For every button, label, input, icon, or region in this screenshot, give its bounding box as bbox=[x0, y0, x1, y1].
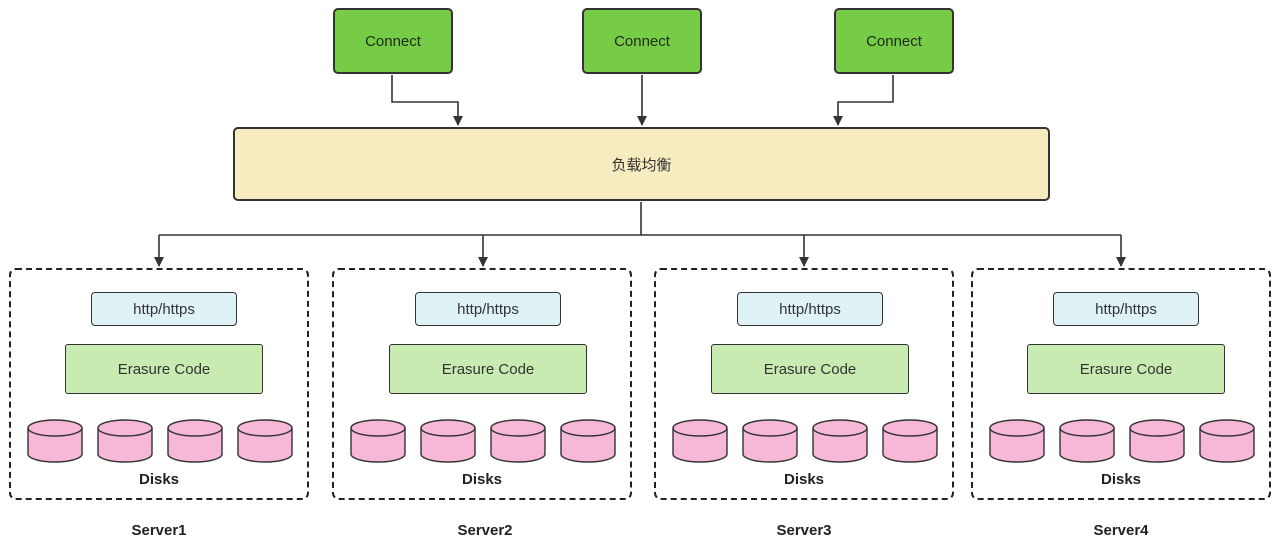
erasure-code-box: Erasure Code bbox=[1027, 344, 1225, 394]
disks-label: Disks bbox=[783, 471, 825, 488]
server-container-2 bbox=[332, 268, 632, 500]
erasure-code-box: Erasure Code bbox=[65, 344, 263, 394]
disk-icons bbox=[27, 419, 293, 463]
protocol-box: http/https bbox=[1053, 292, 1199, 326]
protocol-box: http/https bbox=[737, 292, 883, 326]
server-name: Server3 bbox=[776, 522, 832, 539]
disk-icon bbox=[742, 419, 798, 463]
erasure-code-label: Erasure Code bbox=[1079, 360, 1173, 378]
protocol-label: http/https bbox=[1095, 300, 1157, 318]
protocol-box: http/https bbox=[415, 292, 561, 326]
load-balancer-box: 负载均衡 bbox=[233, 127, 1050, 201]
protocol-label: http/https bbox=[133, 300, 195, 318]
erasure-code-label: Erasure Code bbox=[441, 360, 535, 378]
disk-icon bbox=[167, 419, 223, 463]
connect-box-3: Connect bbox=[834, 8, 954, 74]
connect-box-1: Connect bbox=[333, 8, 453, 74]
disks-label: Disks bbox=[138, 471, 180, 488]
server-name: Server2 bbox=[457, 522, 513, 539]
disk-icon bbox=[560, 419, 616, 463]
disk-icon bbox=[1199, 419, 1255, 463]
server-container-3 bbox=[654, 268, 954, 500]
disk-icons bbox=[350, 419, 616, 463]
load-balancer-label: 负载均衡 bbox=[611, 156, 672, 174]
server-name: Server4 bbox=[1093, 522, 1149, 539]
disk-icon bbox=[1129, 419, 1185, 463]
disk-icon bbox=[350, 419, 406, 463]
server-name: Server1 bbox=[131, 522, 187, 539]
disks-label: Disks bbox=[461, 471, 503, 488]
disk-icon bbox=[672, 419, 728, 463]
disk-icons bbox=[989, 419, 1255, 463]
disk-icon bbox=[27, 419, 83, 463]
erasure-code-box: Erasure Code bbox=[711, 344, 909, 394]
disk-group bbox=[672, 419, 942, 470]
connect-3-arrow bbox=[833, 75, 894, 126]
connect-label: Connect bbox=[365, 32, 421, 50]
disk-icon bbox=[237, 419, 293, 463]
disk-icon bbox=[97, 419, 153, 463]
disk-group bbox=[27, 419, 297, 470]
disk-icon bbox=[989, 419, 1045, 463]
protocol-label: http/https bbox=[457, 300, 519, 318]
server-container-4 bbox=[971, 268, 1271, 500]
connect-box-2: Connect bbox=[582, 8, 702, 74]
disks-label: Disks bbox=[1100, 471, 1142, 488]
server-container-1 bbox=[9, 268, 309, 500]
erasure-code-label: Erasure Code bbox=[763, 360, 857, 378]
disk-icons bbox=[672, 419, 938, 463]
connect-label: Connect bbox=[614, 32, 670, 50]
disk-icon bbox=[812, 419, 868, 463]
disk-group bbox=[350, 419, 620, 470]
disk-icon bbox=[490, 419, 546, 463]
connect-1-arrow bbox=[391, 75, 463, 126]
erasure-code-label: Erasure Code bbox=[117, 360, 211, 378]
disk-icon bbox=[882, 419, 938, 463]
disk-icon bbox=[420, 419, 476, 463]
connect-label: Connect bbox=[866, 32, 922, 50]
disk-icon bbox=[1059, 419, 1115, 463]
protocol-box: http/https bbox=[91, 292, 237, 326]
erasure-code-box: Erasure Code bbox=[389, 344, 587, 394]
disk-group bbox=[989, 419, 1259, 470]
protocol-label: http/https bbox=[779, 300, 841, 318]
